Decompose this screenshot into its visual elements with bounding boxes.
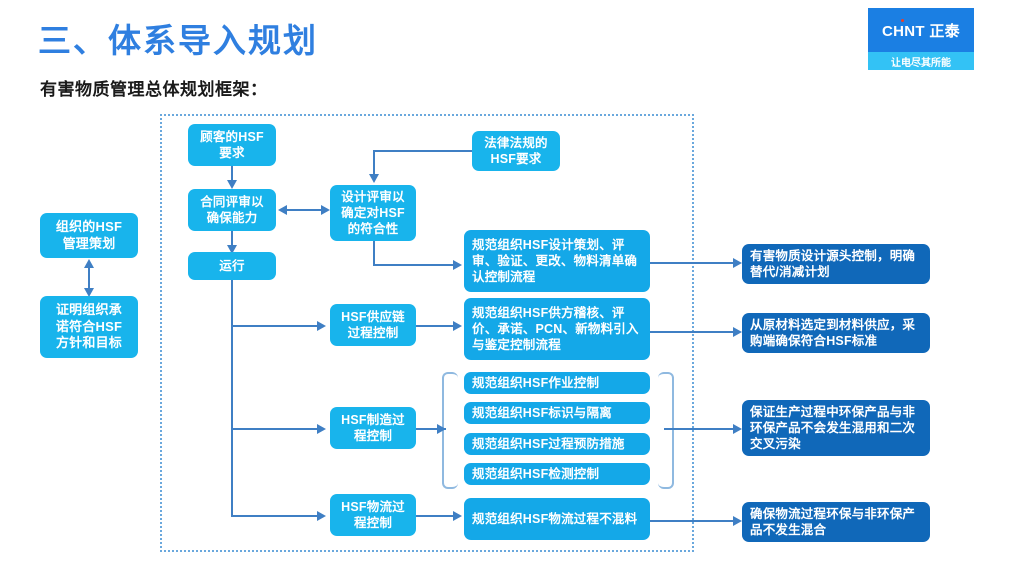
connector-design-to-outcome	[650, 262, 736, 264]
node-logistics-control: HSF物流过 程控制	[330, 494, 416, 536]
node-label: 有害物质设计源头控制，明确替代/消减计划	[750, 249, 916, 279]
connector-logistics-to-process	[416, 515, 455, 517]
node-supplier-process: 规范组织HSF供方稽核、评价、承诺、PCN、新物料引入与鉴定控制流程	[464, 298, 650, 360]
bracket-manufacturing-right	[658, 372, 674, 489]
node-org-hsf-plan: 组织的HSF 管理策划	[40, 213, 138, 258]
connector-manufacturing-to-bracket	[416, 428, 446, 430]
node-logistics-process: 规范组织HSF物流过程不混料	[464, 498, 650, 540]
node-mfg-inspection: 规范组织HSF检测控制	[464, 463, 650, 485]
node-label: 确保物流过程环保与非环保产品不发生混合	[750, 507, 916, 537]
connector-legal-elbow-v	[373, 150, 375, 176]
connector-manufacturing-to-outcome	[664, 428, 736, 430]
arrow-right-logistics-process	[453, 511, 462, 521]
chint-logo: CHNT 正泰 让电尽其所能	[868, 8, 974, 70]
node-label: 运行	[219, 259, 245, 273]
node-design-review: 设计评审以 确定对HSF 的符合性	[330, 185, 416, 241]
arrow-down-to-design-review	[369, 174, 379, 183]
node-label: 规范组织HSF标识与隔离	[472, 406, 612, 420]
logo-accent-dot	[901, 19, 904, 22]
connector-left-vertical	[88, 266, 90, 290]
arrow-right-outcome-logistics	[733, 516, 742, 526]
arrow-right-outcome-material	[733, 327, 742, 337]
node-label: 证明组织承 诺符合HSF 方针和目标	[55, 302, 123, 351]
connector-supplier-to-outcome	[650, 331, 736, 333]
arrow-left-to-contract	[278, 205, 287, 215]
logo-tagline: 让电尽其所能	[868, 52, 974, 70]
arrow-right-outcome-design	[733, 258, 742, 268]
arrow-right-to-design-process	[453, 260, 462, 270]
node-mfg-prevention: 规范组织HSF过程预防措施	[464, 433, 650, 455]
logo-brand-mark: CHNT 正泰	[868, 8, 974, 52]
node-label: HSF供应链 过程控制	[341, 310, 405, 340]
node-label: 顾客的HSF 要求	[200, 130, 264, 160]
logo-brand-text: CHNT 正泰	[882, 22, 960, 40]
node-label: 组织的HSF 管理策划	[55, 218, 123, 251]
connector-spine-to-supply	[231, 325, 319, 327]
connector-supply-to-process	[416, 325, 455, 327]
connector-design-elbow-h	[373, 264, 455, 266]
node-prove-commitment: 证明组织承 诺符合HSF 方针和目标	[40, 296, 138, 358]
connector-spine-to-manufacturing	[231, 428, 319, 430]
node-label: HSF制造过 程控制	[341, 413, 405, 443]
node-label: 规范组织HSF设计策划、评审、验证、更改、物料清单确认控制流程	[472, 238, 638, 284]
arrow-right-outcome-production	[733, 424, 742, 434]
arrow-up-left-column	[84, 259, 94, 268]
connector-legal-elbow-h	[373, 150, 472, 152]
connector-spine-to-logistics	[231, 515, 319, 517]
node-label: 设计评审以 确定对HSF 的符合性	[341, 190, 405, 236]
arrow-right-to-logistics	[317, 511, 326, 521]
connector-contract-design	[286, 209, 324, 211]
node-outcome-design: 有害物质设计源头控制，明确替代/消减计划	[742, 244, 930, 284]
arrow-down-to-operation	[227, 245, 237, 254]
connector-logistics-to-outcome	[650, 520, 736, 522]
node-customer-hsf-req: 顾客的HSF 要求	[188, 124, 276, 166]
connector-customer-to-contract	[231, 166, 233, 183]
section-subtitle: 有害物质管理总体规划框架：	[40, 80, 268, 99]
node-operation: 运行	[188, 252, 276, 280]
node-outcome-production: 保证生产过程中环保产品与非环保产品不会发生混用和二次交叉污染	[742, 400, 930, 456]
node-label: 合同评审以 确保能力	[200, 195, 264, 225]
node-outcome-material: 从原材料选定到材料供应，采购端确保符合HSF标准	[742, 313, 930, 353]
arrow-right-to-supply	[317, 321, 326, 331]
arrow-right-supply-process	[453, 321, 462, 331]
node-label: 规范组织HSF物流过程不混料	[472, 512, 638, 526]
arrow-down-left-column	[84, 288, 94, 297]
node-label: 规范组织HSF作业控制	[472, 376, 600, 390]
node-mfg-operation-control: 规范组织HSF作业控制	[464, 372, 650, 394]
node-outcome-logistics: 确保物流过程环保与非环保产品不发生混合	[742, 502, 930, 542]
node-contract-review: 合同评审以 确保能力	[188, 189, 276, 231]
node-label: 规范组织HSF检测控制	[472, 467, 600, 481]
node-mfg-identify-isolate: 规范组织HSF标识与隔离	[464, 402, 650, 424]
node-legal-hsf-req: 法律法规的 HSF要求	[472, 131, 560, 171]
node-label: 保证生产过程中环保产品与非环保产品不会发生混用和二次交叉污染	[750, 405, 916, 451]
connector-spine-vertical	[231, 280, 233, 516]
scope-boundary	[160, 114, 694, 552]
node-manufacturing-control: HSF制造过 程控制	[330, 407, 416, 449]
arrow-down-to-contract	[227, 180, 237, 189]
page-title: 三、体系导入规划	[38, 22, 318, 59]
connector-contract-to-operation	[231, 231, 233, 248]
node-design-process: 规范组织HSF设计策划、评审、验证、更改、物料清单确认控制流程	[464, 230, 650, 292]
connector-design-elbow-v	[373, 241, 375, 266]
node-label: 从原材料选定到材料供应，采购端确保符合HSF标准	[750, 318, 916, 348]
node-label: 规范组织HSF过程预防措施	[472, 437, 625, 451]
arrow-right-to-design	[321, 205, 330, 215]
node-label: HSF物流过 程控制	[341, 500, 405, 530]
arrow-right-manufacturing-bracket	[437, 424, 446, 434]
node-label: 规范组织HSF供方稽核、评价、承诺、PCN、新物料引入与鉴定控制流程	[472, 306, 639, 352]
node-label: 法律法规的 HSF要求	[484, 136, 548, 166]
arrow-right-to-manufacturing	[317, 424, 326, 434]
node-supply-chain-control: HSF供应链 过程控制	[330, 304, 416, 346]
